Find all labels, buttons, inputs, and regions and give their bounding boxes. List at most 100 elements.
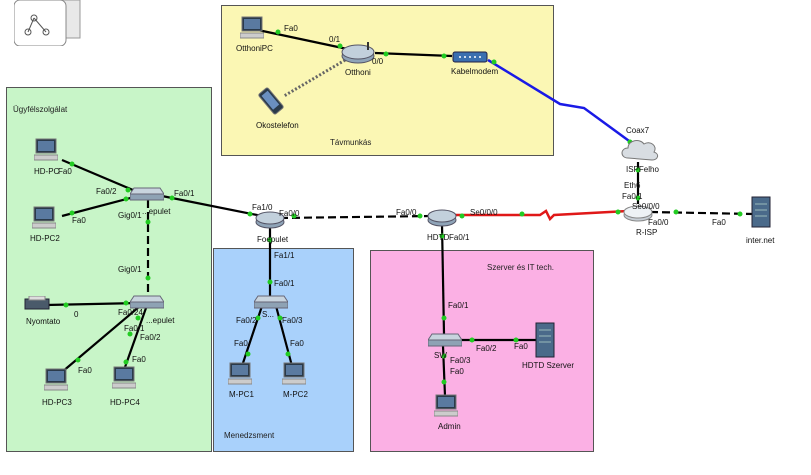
server-icon-internet[interactable]: [751, 196, 771, 233]
router-icon-r-isp[interactable]: [622, 202, 654, 227]
device-label-m-pc1[interactable]: M-PC1: [229, 390, 254, 399]
port-label: Fa0/2: [140, 333, 161, 342]
port-label: Fa0/2: [476, 344, 497, 353]
device-label-kabelmodem[interactable]: Kabelmodem: [451, 67, 499, 76]
port-label: Fa0/1: [174, 189, 195, 198]
pc-icon-otthonipc[interactable]: [239, 16, 265, 45]
device-label-sw-srv[interactable]: SW: [434, 351, 447, 360]
link-serial: [454, 209, 629, 222]
switch-icon-epulet1[interactable]: [129, 186, 165, 207]
device-label-coax[interactable]: Coax7: [626, 126, 650, 135]
device-label-admin[interactable]: Admin: [438, 422, 461, 431]
device-label-nyomtato[interactable]: Nyomtato: [26, 317, 61, 326]
device-label-r-isp[interactable]: R-ISP: [636, 228, 658, 237]
device-label-otthonipc[interactable]: OtthoniPC: [236, 44, 273, 53]
switch-icon-szerver[interactable]: [427, 332, 463, 353]
device-label-hdtd-szerver[interactable]: HDTD Szerver: [522, 361, 575, 370]
port-label: Fa0: [514, 342, 528, 351]
zone-label: Ügyfélszolgálat: [13, 105, 68, 114]
device-label-ispfelho[interactable]: ISPFelho: [626, 165, 659, 174]
port-label: Fa0/0: [648, 218, 669, 227]
pc-icon-hd-pc4[interactable]: [111, 366, 137, 395]
printer-icon-nyomtato[interactable]: [24, 295, 50, 317]
zone-menedzsment[interactable]: Menedzsment: [213, 248, 354, 452]
router-icon-foepulet[interactable]: [254, 208, 286, 235]
port-label: Gig0/1: [118, 211, 142, 220]
port-label: 0/0: [372, 57, 384, 66]
zone-szerver-it[interactable]: Szerver és IT tech.: [370, 250, 594, 452]
link-swm-mpc2: [274, 305, 294, 367]
link-otthoni-okostelefon: [283, 54, 353, 98]
port-label: Fa0/3: [282, 316, 303, 325]
port-label: Fa0: [712, 218, 726, 227]
port-label: Fa0/1: [449, 233, 470, 242]
modem-icon-kabelmodem[interactable]: [452, 50, 488, 69]
device-label-sw-epulet1[interactable]: ...epulet: [142, 207, 171, 216]
device-label-hd-pc2[interactable]: HD-PC2: [30, 234, 60, 243]
port-label: Fa0: [78, 366, 92, 375]
pc-icon-hd-pc[interactable]: [33, 138, 59, 167]
device-label-otthoni[interactable]: Otthoni: [345, 68, 371, 77]
server-icon-hdtd-szerver[interactable]: [535, 322, 555, 363]
zone-label: Távmunkás: [330, 138, 372, 147]
device-label-hd-pc4[interactable]: HD-PC4: [110, 398, 140, 407]
device-label-hd-pc3[interactable]: HD-PC3: [42, 398, 72, 407]
pc-icon-m-pc1[interactable]: [227, 362, 253, 391]
zone-label: Menedzsment: [224, 431, 275, 440]
pc-icon-admin[interactable]: [433, 394, 459, 423]
port-label: Fa0: [290, 339, 304, 348]
device-label-sw-m[interactable]: S...: [262, 310, 275, 319]
port-label: Fa0: [58, 167, 72, 176]
port-label: Fa0/3: [450, 356, 471, 365]
device-label-internet[interactable]: inter.net: [746, 236, 775, 245]
link-hdpc-sw1: [61, 158, 141, 195]
port-label: Fa1/1: [274, 251, 295, 260]
link-swm-mpc1: [240, 305, 264, 367]
port-label: Fa0/2: [236, 316, 257, 325]
port-label: 0/1: [329, 35, 341, 44]
router-icon-otthoni[interactable]: [340, 40, 376, 69]
port-label: Eth6: [624, 181, 641, 190]
device-label-sw-epulet2[interactable]: ...epulet: [146, 316, 175, 325]
port-label: Fa0/1: [274, 279, 295, 288]
cloud-icon-ispfelho[interactable]: [620, 136, 660, 167]
zone-label: Szerver és IT tech.: [487, 263, 554, 272]
pc-icon-hd-pc3[interactable]: [43, 368, 69, 397]
port-label: Fa0: [72, 216, 86, 225]
link-coax: [487, 58, 637, 148]
port-label: Gig0/1: [118, 265, 142, 274]
pc-icon-hd-pc2[interactable]: [31, 206, 57, 235]
port-label: Fa0: [132, 355, 146, 364]
port-label: Fa1/0: [252, 203, 273, 212]
device-label-hd-pc[interactable]: HD-PC: [34, 167, 60, 176]
router-icon-hdtd[interactable]: [426, 206, 458, 233]
phone-icon-okostelefon[interactable]: [256, 86, 286, 121]
logical-view-icon[interactable]: [13, 0, 82, 47]
port-label: Fa0: [234, 339, 248, 348]
port-label: Fa0/1: [448, 301, 469, 310]
port-label: Fa0: [450, 367, 464, 376]
link-sw1-foepulet: [161, 194, 263, 218]
device-label-m-pc2[interactable]: M-PC2: [283, 390, 308, 399]
port-label: Se0/0/0: [470, 208, 498, 217]
device-label-hdtd[interactable]: HDTD: [427, 233, 450, 242]
port-label: Fa0/1: [622, 192, 643, 201]
port-label: Fa0/24: [118, 308, 143, 317]
port-label: Se0/0/0: [632, 202, 660, 211]
link-sw2-hdpc3: [61, 305, 141, 373]
link-foepulet-hdtd: [279, 214, 433, 220]
port-label: Fa0: [284, 24, 298, 33]
port-label: Fa0/0: [279, 209, 300, 218]
port-label: 0: [74, 310, 79, 319]
link-nyomtato-sw2: [45, 301, 139, 307]
port-label: Fa0/1: [124, 324, 145, 333]
pc-icon-m-pc2[interactable]: [281, 362, 307, 391]
device-label-foepulet[interactable]: Foepulet: [257, 235, 289, 244]
port-label: Fa0/2: [96, 187, 117, 196]
link-otthonipc-otthoni: [257, 28, 353, 52]
device-label-okostelefon[interactable]: Okostelefon: [256, 121, 299, 130]
port-label: Fa0/0: [396, 208, 417, 217]
link-sw2-hdpc4: [122, 307, 148, 371]
